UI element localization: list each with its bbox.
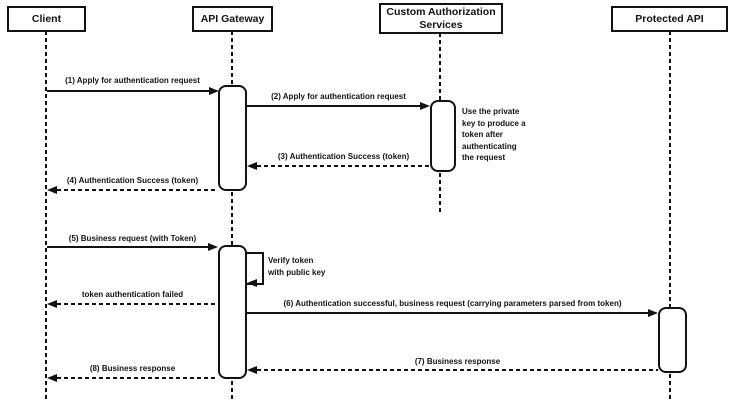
note-private-key: Use the private key to produce a token a… — [462, 107, 526, 162]
message-1-label: (1) Apply for authentication request — [65, 76, 200, 85]
actor-custom-authorization-services: Custom Authorization Services — [379, 3, 503, 34]
message-4-line — [57, 189, 218, 191]
lifeline-protected-api — [669, 31, 671, 400]
message-2-arrowhead-icon — [420, 102, 430, 110]
message-token-failed-line — [57, 303, 218, 305]
self-message-arrowhead-icon — [247, 279, 257, 287]
message-6-label: (6) Authentication successful, business … — [283, 299, 622, 308]
message-7-arrowhead-icon — [247, 366, 257, 374]
message-3-arrowhead-icon — [247, 162, 257, 170]
message-5-line — [47, 246, 208, 248]
lifeline-api-gateway — [231, 31, 233, 400]
message-5-arrowhead-icon — [208, 243, 218, 251]
actor-client: Client — [7, 6, 86, 32]
message-7-line — [257, 369, 658, 371]
message-2-line — [247, 105, 420, 107]
actor-api-gateway: API Gateway — [192, 6, 273, 32]
message-token-failed-label: token authentication failed — [81, 290, 184, 299]
message-1-arrowhead-icon — [209, 87, 219, 95]
message-6-line — [247, 312, 648, 314]
message-3-label: (3) Authentication Success (token) — [277, 152, 410, 161]
message-2-label: (2) Apply for authentication request — [271, 92, 406, 101]
activation-api-gateway-business — [218, 245, 247, 379]
message-3-line — [257, 165, 430, 167]
actor-protected-api: Protected API — [611, 6, 728, 32]
message-1-line — [47, 90, 209, 92]
message-5-label: (5) Business request (with Token) — [68, 234, 197, 243]
activation-api-gateway-auth — [218, 85, 247, 191]
lifeline-client — [45, 31, 47, 400]
activation-protected-api — [658, 307, 687, 373]
self-message-label: Verify token with public key — [268, 256, 326, 277]
activation-custom-authorization-services — [430, 100, 456, 172]
message-token-failed-arrowhead-icon — [47, 300, 57, 308]
message-4-arrowhead-icon — [47, 186, 57, 194]
message-6-arrowhead-icon — [648, 309, 658, 317]
message-8-arrowhead-icon — [47, 374, 57, 382]
message-8-label: (8) Business response — [89, 364, 176, 373]
message-8-line — [57, 377, 218, 379]
message-4-label: (4) Authentication Success (token) — [66, 176, 199, 185]
message-7-label: (7) Business response — [414, 357, 501, 366]
